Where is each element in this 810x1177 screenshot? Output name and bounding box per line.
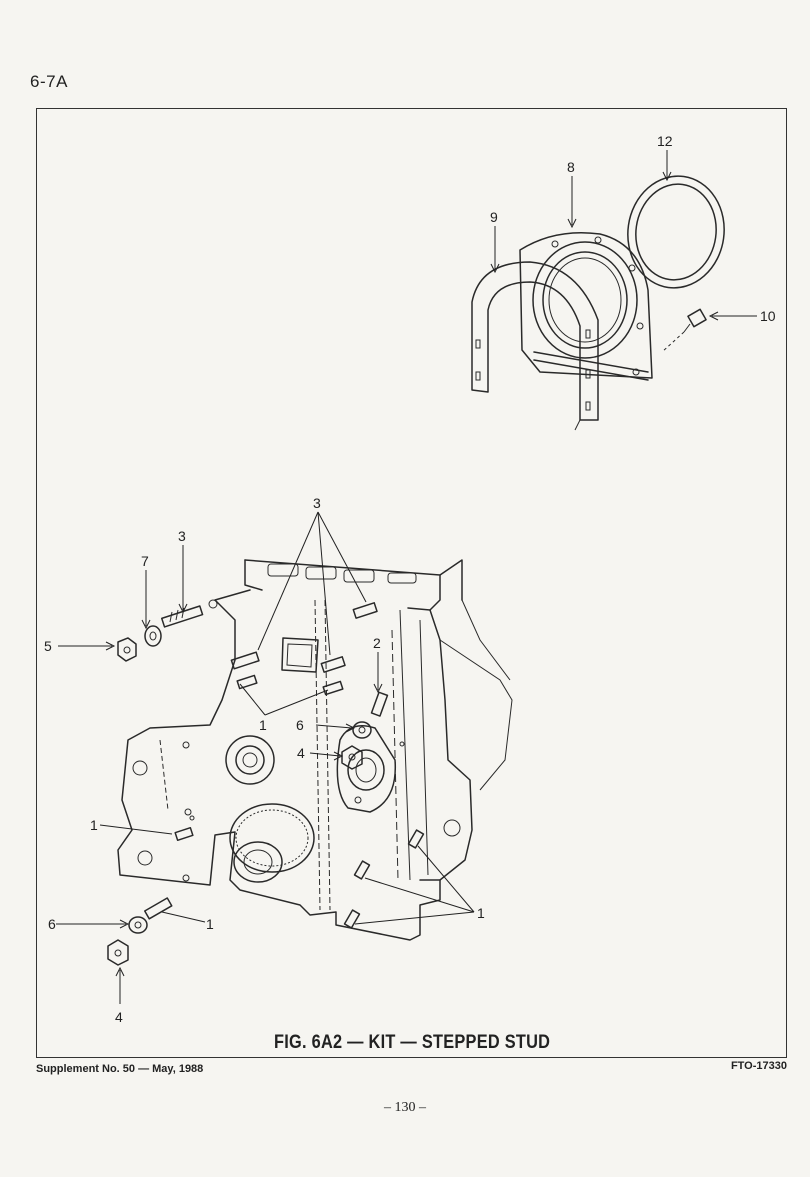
callout-1-left: 1 — [90, 817, 98, 833]
stud-and-fastener-illustrations — [107, 599, 425, 966]
callout-4-lower: 4 — [115, 1009, 123, 1025]
gasket-illustration — [471, 261, 599, 431]
rear-seal-ring-illustration — [627, 175, 725, 289]
callout-9: 9 — [490, 209, 498, 225]
callout-6-lower: 6 — [48, 916, 56, 932]
callout-labels: 12 8 9 10 3 3 7 5 2 1 6 4 1 6 1 4 1 — [44, 133, 776, 1025]
figure-title: FIG. 6A2 — KIT — STEPPED STUD — [274, 1032, 551, 1053]
page-number: – 130 – — [384, 1100, 426, 1115]
callout-7: 7 — [141, 553, 149, 569]
callout-5: 5 — [44, 638, 52, 654]
callout-4-upper: 4 — [297, 745, 305, 761]
callout-6-upper: 6 — [296, 717, 304, 733]
callout-1-lower: 1 — [206, 916, 214, 932]
bolt-10-illustration — [661, 308, 707, 353]
callout-2: 2 — [373, 635, 381, 651]
callout-1-right: 1 — [477, 905, 485, 921]
figure-frame — [36, 108, 787, 1058]
callout-3-group: 3 — [313, 495, 321, 511]
page-code: 6-7A — [30, 72, 68, 91]
supplement-note: Supplement No. 50 — May, 1988 — [36, 1063, 204, 1075]
reference-code: FTO-17330 — [730, 1060, 787, 1072]
callout-1-upper: 1 — [259, 717, 267, 733]
callout-3: 3 — [178, 528, 186, 544]
callout-10: 10 — [760, 308, 776, 324]
callout-12: 12 — [657, 133, 673, 149]
callout-8: 8 — [567, 159, 575, 175]
leader-lines — [56, 150, 757, 1004]
seal-retainer-housing-illustration — [519, 231, 653, 381]
